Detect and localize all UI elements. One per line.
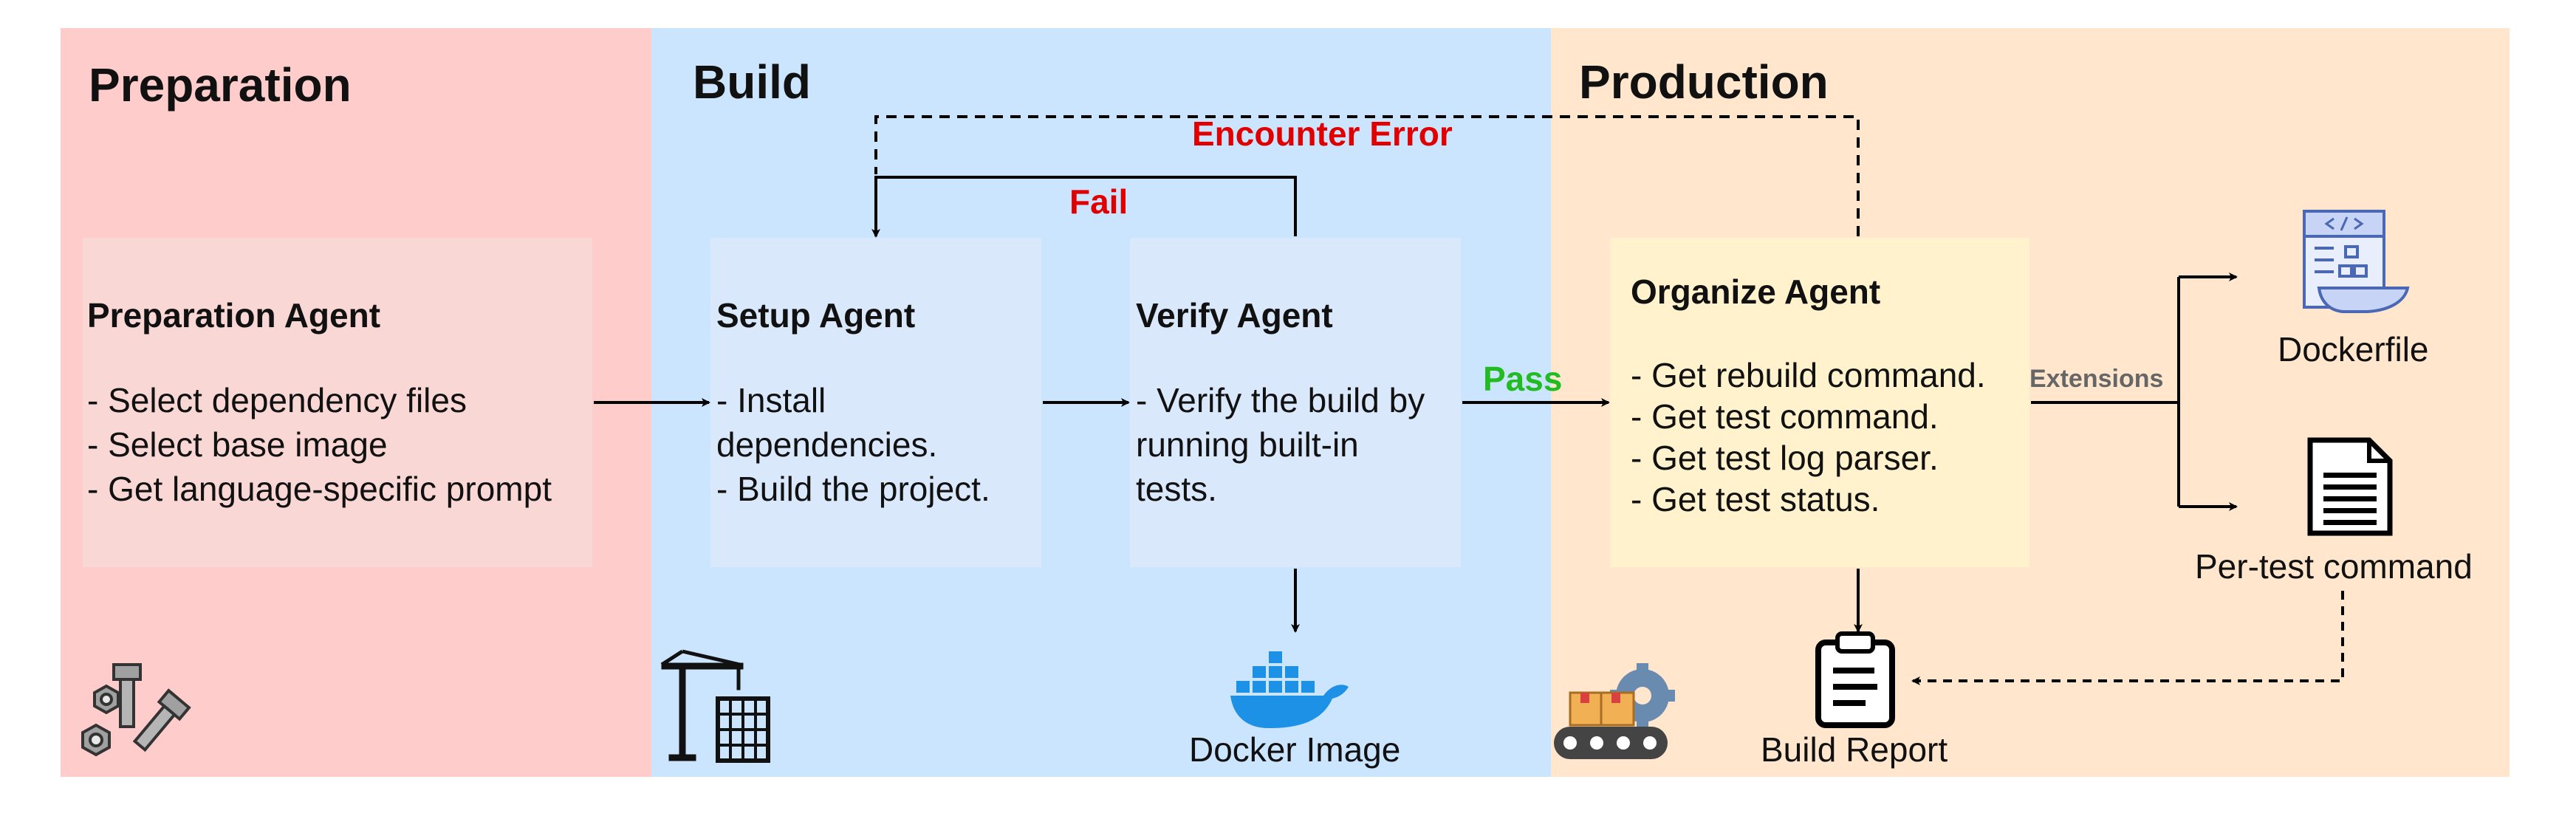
verify-agent-title: Verify Agent — [1136, 296, 1333, 335]
preparation-agent-title: Preparation Agent — [87, 296, 381, 335]
edge-label-pass: Pass — [1483, 360, 1563, 398]
task-line: tests. — [1136, 470, 1217, 508]
caption-docker-image: Docker Image — [1189, 730, 1401, 769]
task-line: - Get test log parser. — [1631, 439, 1939, 477]
verify-agent-tasks: - Verify the build by running built-in t… — [1136, 378, 1425, 511]
organize-agent-title: Organize Agent — [1631, 272, 1881, 311]
caption-per-test-command: Per-test command — [2195, 547, 2473, 586]
task-line: - Select base image — [87, 425, 388, 464]
task-line: - Get test command. — [1631, 397, 1939, 436]
preparation-agent-tasks: - Select dependency files - Select base … — [87, 378, 552, 511]
caption-build-report: Build Report — [1761, 730, 1948, 769]
verify-agent-box: Verify Agent - Verify the build by runni… — [1130, 238, 1461, 567]
preparation-agent-box: Preparation Agent - Select dependency fi… — [83, 238, 592, 567]
clipboard-report-icon — [1815, 631, 1895, 728]
dockerfile-icon — [2303, 210, 2410, 313]
conveyor-gear-icon — [1554, 663, 1675, 759]
task-line: - Get rebuild command. — [1631, 356, 1986, 394]
edge-label-extensions: Extensions — [2029, 365, 2164, 393]
crane-building-icon — [660, 649, 770, 763]
edge-label-encounter-error: Encounter Error — [1192, 114, 1453, 153]
setup-agent-title: Setup Agent — [716, 296, 916, 335]
task-line: - Build the project. — [716, 470, 990, 508]
arrow-encounter-error-loop — [874, 115, 1860, 236]
task-line: - Get language-specific prompt — [87, 470, 552, 508]
task-line: running built-in — [1136, 425, 1359, 464]
task-line: - Install — [716, 381, 826, 419]
docker-whale-icon — [1230, 651, 1349, 728]
setup-agent-tasks: - Install dependencies. - Build the proj… — [716, 378, 990, 511]
arrow-fail-loop — [871, 176, 1297, 238]
task-line: - Select dependency files — [87, 381, 467, 419]
organize-agent-tasks: - Get rebuild command. - Get test comman… — [1631, 354, 1986, 520]
organize-agent-box: Organize Agent - Get rebuild command. - … — [1610, 238, 2029, 567]
setup-agent-box: Setup Agent - Install dependencies. - Bu… — [710, 238, 1041, 567]
document-icon — [2307, 437, 2393, 536]
task-line: - Verify the build by — [1136, 381, 1425, 419]
nuts-bolts-icon — [81, 663, 191, 757]
task-line: - Get test status. — [1631, 480, 1880, 518]
zone-title-production: Production — [1579, 55, 1829, 109]
zone-title-build: Build — [693, 55, 811, 109]
task-line: dependencies. — [716, 425, 938, 464]
caption-dockerfile: Dockerfile — [2278, 330, 2429, 368]
arrow-command-to-report — [1911, 591, 2344, 685]
edge-label-fail: Fail — [1069, 182, 1128, 221]
zone-title-preparation: Preparation — [89, 58, 352, 112]
